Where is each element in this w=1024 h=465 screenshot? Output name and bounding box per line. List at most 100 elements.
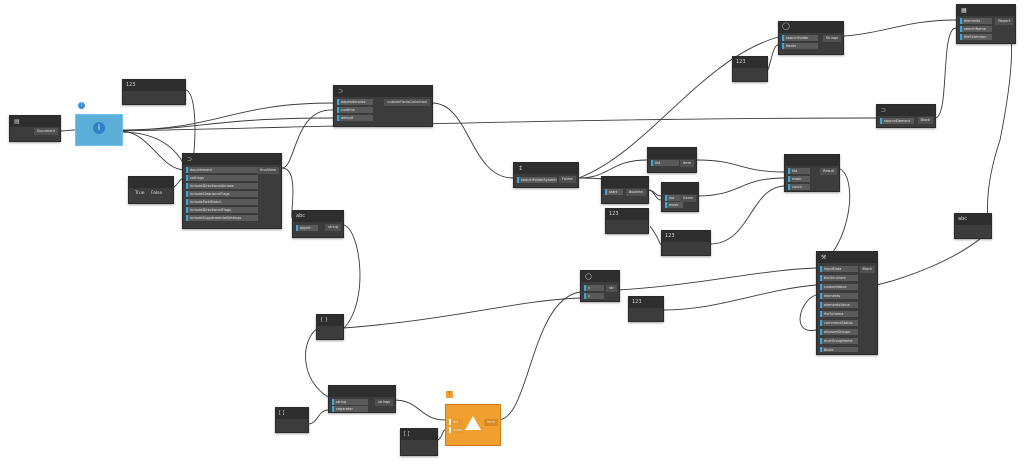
string-node-b[interactable]: [ ]: [275, 407, 309, 433]
python-icon: ⊃: [338, 88, 344, 95]
python-icon: ↕: [518, 165, 524, 172]
report-node[interactable]: ▦ elements searchName fileExtension Repo…: [956, 4, 1016, 44]
output-port[interactable]: item: [484, 419, 498, 426]
list-node[interactable]: string separator strings: [328, 385, 396, 413]
input-port[interactable]: includeFieldMatch: [186, 199, 258, 205]
warning-icon: [465, 416, 481, 430]
input-port[interactable]: x: [584, 285, 604, 291]
input-port[interactable]: fileSchema: [820, 311, 858, 317]
number-node-b[interactable]: 123: [605, 208, 649, 234]
input-port[interactable]: y: [584, 293, 604, 299]
input-port[interactable]: includeClearanceFlags: [186, 191, 258, 197]
boolean-true-option[interactable]: True: [135, 191, 145, 196]
node-title: 123: [665, 233, 675, 239]
info-badge-icon: !: [78, 102, 85, 109]
input-port[interactable]: start: [605, 189, 623, 195]
input-port[interactable]: count: [788, 184, 810, 190]
input-port[interactable]: object: [296, 225, 318, 231]
warning-badge-icon: !: [446, 391, 453, 398]
stack-node[interactable]: ⚒ inputData fileStructure customValue el…: [816, 251, 878, 355]
output-port[interactable]: Block: [917, 117, 933, 124]
watch-node-selected[interactable]: i: [75, 114, 123, 146]
search-folder-node[interactable]: ◯ searchFolder folder Strings: [778, 21, 844, 55]
number-node-a[interactable]: 123: [122, 79, 186, 105]
code-block-node-b[interactable]: ↕ searchFolderSystem Folder: [513, 162, 579, 188]
input-port[interactable]: blueGroupName: [820, 338, 858, 344]
filter-node[interactable]: list mask Items: [661, 182, 699, 212]
number-node-e[interactable]: 123: [628, 296, 664, 322]
input-port[interactable]: elementsValue: [820, 302, 858, 308]
output-port[interactable]: str: [606, 285, 617, 292]
output-port[interactable]: customFontsCollection: [384, 99, 430, 106]
input-port[interactable]: mask: [788, 176, 810, 182]
input-port[interactable]: elements: [960, 18, 992, 24]
output-port[interactable]: strings: [375, 399, 393, 406]
document-output[interactable]: Document: [33, 128, 58, 135]
input-port[interactable]: list: [449, 419, 463, 425]
source-element-node[interactable]: ⊃ sourceElement Block: [876, 104, 936, 128]
output-port[interactable]: Strings: [822, 35, 841, 42]
warning-node[interactable]: list index item: [445, 404, 501, 446]
input-port[interactable]: list: [651, 160, 679, 166]
python-icon: ⊃: [187, 156, 193, 163]
input-port[interactable]: default: [337, 115, 373, 121]
boolean-false-option[interactable]: False: [151, 191, 163, 196]
input-port[interactable]: mask: [665, 202, 683, 208]
python-script-node[interactable]: ⊃ doc/element settings includeDirectiona…: [182, 153, 282, 229]
output-port[interactable]: finalView: [257, 167, 279, 174]
input-port[interactable]: commandStatus: [820, 320, 858, 326]
output-port[interactable]: Block: [859, 266, 875, 273]
if-node[interactable]: list mask count Result: [784, 154, 840, 192]
code-block-node-a[interactable]: ⊃ dependencies runtime default customFon…: [333, 85, 433, 127]
input-port[interactable]: includeDirectionalFlags: [186, 207, 258, 213]
input-port[interactable]: separator: [332, 406, 368, 412]
string-node-c[interactable]: [ ]: [400, 428, 438, 456]
input-port[interactable]: searchFolder: [782, 35, 818, 41]
output-port[interactable]: Folder: [559, 176, 576, 183]
abc-node[interactable]: abc: [954, 213, 992, 239]
input-port[interactable]: settings: [186, 175, 258, 181]
input-port[interactable]: dependencies: [337, 99, 373, 105]
function-node[interactable]: list item: [647, 147, 697, 173]
number-title: 123: [126, 82, 136, 88]
input-port[interactable]: allowedGroups: [820, 329, 858, 335]
boolean-node[interactable]: True False: [128, 176, 174, 204]
input-port[interactable]: folder: [782, 43, 818, 49]
output-port[interactable]: item: [680, 160, 694, 167]
input-port[interactable]: searchName: [960, 26, 992, 32]
string-node-a[interactable]: { }: [316, 314, 344, 340]
info-icon: i: [93, 122, 105, 134]
string-from-object-node[interactable]: abc object string: [292, 210, 344, 238]
number-node-d[interactable]: 123: [732, 56, 768, 82]
input-port[interactable]: inputData: [820, 266, 858, 272]
input-port[interactable]: elements: [820, 293, 858, 299]
output-port[interactable]: Boolean: [625, 189, 646, 196]
node-header[interactable]: [10, 116, 60, 127]
node-title: abc: [958, 216, 967, 222]
output-port[interactable]: Report: [995, 18, 1013, 25]
document-node[interactable]: ▤ Document: [9, 115, 61, 142]
number-node-c[interactable]: 123: [661, 230, 711, 256]
input-port[interactable]: index: [449, 427, 463, 433]
input-port[interactable]: list: [665, 195, 683, 201]
output-port[interactable]: string: [324, 224, 341, 231]
output-port[interactable]: Items: [680, 195, 696, 202]
input-port[interactable]: list: [788, 168, 810, 174]
document-icon: ▤: [14, 118, 20, 125]
input-port[interactable]: searchFolderSystem: [517, 177, 557, 183]
output-port[interactable]: Result: [820, 168, 837, 175]
input-port[interactable]: customValue: [820, 284, 858, 290]
input-port[interactable]: includeDirectionalArrows: [186, 183, 258, 189]
input-port[interactable]: string: [332, 399, 368, 405]
input-port[interactable]: runtime: [337, 107, 373, 113]
add-node[interactable]: ◯ x y str: [580, 270, 620, 302]
input-port[interactable]: sourceElement: [880, 118, 914, 124]
input-port[interactable]: doc/element: [186, 167, 258, 173]
input-port[interactable]: fileExtension: [960, 34, 992, 40]
range-node[interactable]: start Boolean: [601, 176, 649, 204]
input-port[interactable]: fileStructure: [820, 275, 858, 281]
input-port[interactable]: includeSupplementalSettings: [186, 215, 258, 221]
input-port[interactable]: Block: [820, 347, 858, 352]
